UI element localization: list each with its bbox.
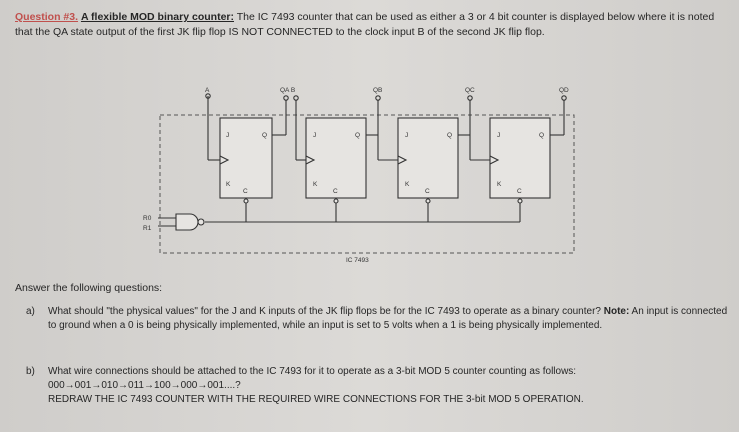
label-qa-b: QA B xyxy=(280,87,295,94)
ff1-q: Q xyxy=(262,132,267,139)
nand-gate xyxy=(175,213,199,231)
question-number: Question #3. xyxy=(15,11,79,23)
ff1-j: J xyxy=(226,132,229,139)
question-a: a) What should "the physical values" for… xyxy=(26,305,728,333)
ff4-q: Q xyxy=(539,132,544,139)
question-a-text2: An input is connected to ground when a 0… xyxy=(48,306,728,331)
question-title: A flexible MOD binary counter: xyxy=(80,11,234,23)
flip-flop-2 xyxy=(305,117,367,199)
ff1-k: K xyxy=(226,181,231,188)
label-qc: QC xyxy=(465,87,475,94)
ff4-k: K xyxy=(497,181,502,188)
question-b-text: What wire connections should be attached… xyxy=(48,366,577,391)
label-qb: QB xyxy=(373,87,382,94)
ff1-c: C xyxy=(243,188,248,195)
question-b-mark: b) xyxy=(26,366,35,377)
flip-flop-1 xyxy=(219,117,273,199)
ff3-j: J xyxy=(405,132,408,139)
answers-heading: Answer the following questions: xyxy=(15,282,163,294)
question-b-instruction: REDRAW THE IC 7493 COUNTER WITH THE REQU… xyxy=(48,394,584,405)
ff2-j: J xyxy=(313,132,316,139)
ic-boundary xyxy=(159,114,575,254)
ff2-k: K xyxy=(313,181,318,188)
question-header: Question #3. A flexible MOD binary count… xyxy=(15,10,730,40)
ff3-k: K xyxy=(405,181,410,188)
question-a-note-label: Note: xyxy=(603,306,630,317)
question-a-mark: a) xyxy=(26,306,35,317)
ff3-c: C xyxy=(425,188,430,195)
ff3-q: Q xyxy=(447,132,452,139)
label-r0: R0 xyxy=(143,215,152,222)
ff4-j: J xyxy=(497,132,500,139)
question-text: The IC 7493 counter that can be used as … xyxy=(15,11,715,38)
ff2-c: C xyxy=(333,188,338,195)
label-r1: R1 xyxy=(143,225,152,232)
ff2-q: Q xyxy=(355,132,360,139)
label-qd: QD xyxy=(559,87,569,94)
flip-flop-3 xyxy=(397,117,459,199)
label-a: A xyxy=(205,87,210,94)
flip-flop-4 xyxy=(489,117,551,199)
question-a-text1: What should "the physical values" for th… xyxy=(48,306,604,317)
label-ic: IC 7493 xyxy=(346,257,369,264)
ff4-c: C xyxy=(517,188,522,195)
question-b: b) What wire connections should be attac… xyxy=(26,365,728,407)
